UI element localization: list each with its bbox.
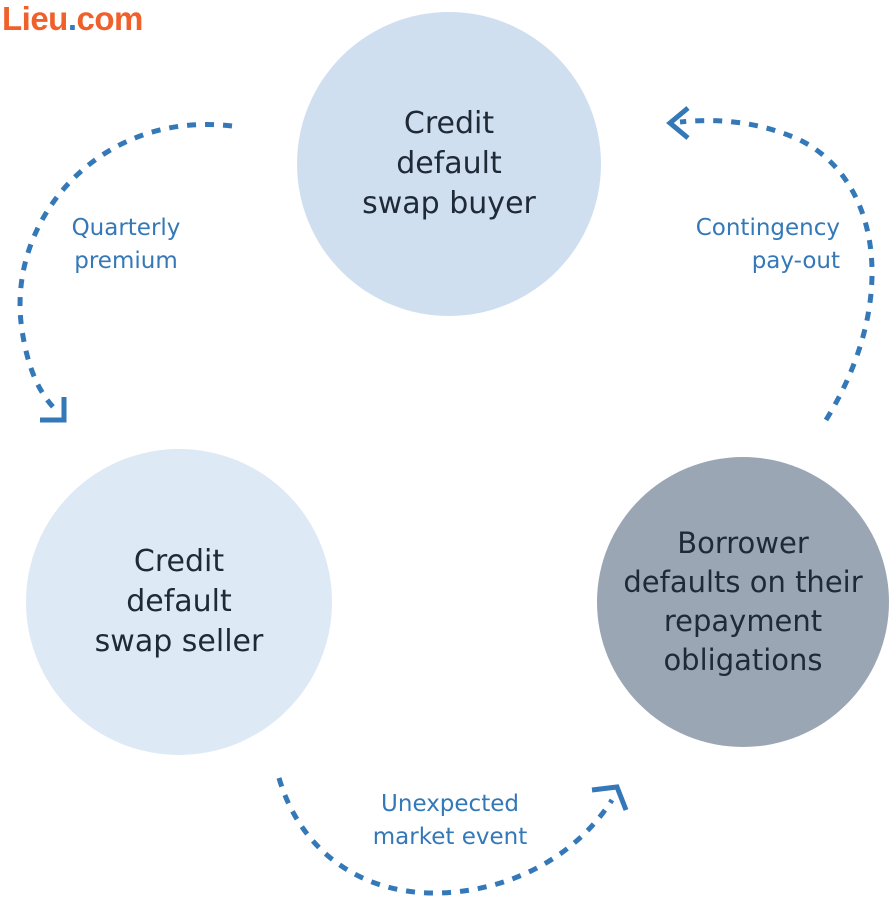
site-logo: Lieu.com: [2, 0, 143, 38]
logo-text-dot: .: [67, 0, 77, 37]
logo-text-lieu: Lieu: [2, 0, 68, 37]
node-cds-buyer-label: Credit default swap buyer: [362, 106, 536, 221]
node-borrower-default-label: Borrower defaults on their repayment obl…: [623, 526, 863, 677]
label-unexpected-market-event: Unexpected market event: [372, 791, 528, 850]
node-borrower-default: Borrower defaults on their repayment obl…: [597, 457, 889, 747]
arrowhead-quarterly-premium: [40, 397, 67, 423]
label-contingency-payout: Contingency pay-out: [695, 215, 840, 274]
arrowhead-contingency-payout: [666, 106, 690, 140]
arrowhead-unexpected-event: [591, 784, 629, 811]
label-quarterly-premium: Quarterly premium: [71, 215, 181, 274]
arrow-quarterly-premium: [17, 122, 233, 414]
arrow-contingency-payout: [679, 118, 875, 422]
node-cds-seller: Credit default swap seller: [26, 449, 332, 755]
node-cds-seller-label: Credit default swap seller: [94, 544, 264, 659]
node-cds-buyer: Credit default swap buyer: [297, 12, 601, 316]
logo-text-com: com: [76, 0, 144, 37]
